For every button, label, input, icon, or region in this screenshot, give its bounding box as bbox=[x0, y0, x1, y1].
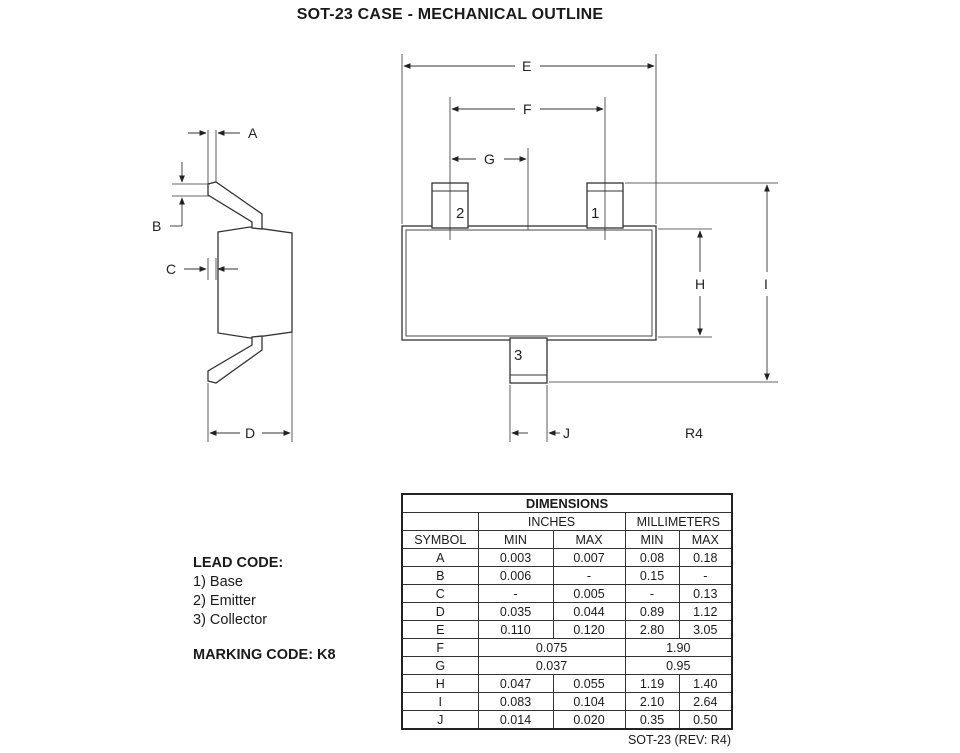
table-header-min: MIN bbox=[477, 530, 554, 549]
side-body bbox=[217, 226, 293, 339]
table-header-mm: MILLIMETERS bbox=[624, 512, 733, 531]
table-cell: 0.005 bbox=[552, 584, 626, 603]
table-cell: 0.007 bbox=[552, 548, 626, 567]
table-cell: 2.80 bbox=[624, 620, 680, 639]
table-header-inches: INCHES bbox=[477, 512, 626, 531]
table-cell: H bbox=[401, 674, 479, 693]
pin-3-pad bbox=[509, 337, 548, 384]
table-cell: J bbox=[401, 710, 479, 730]
top-body-inner bbox=[405, 229, 653, 337]
table-cell: 0.104 bbox=[552, 692, 626, 711]
table-cell: E bbox=[401, 620, 479, 639]
table-cell: G bbox=[401, 656, 479, 675]
table-cell: 0.037 bbox=[477, 656, 626, 675]
dim-label-h: H bbox=[695, 276, 705, 292]
side-lead-top bbox=[207, 181, 263, 230]
table-cell: 0.15 bbox=[624, 566, 680, 585]
table-cell: D bbox=[401, 602, 479, 621]
table-title: DIMENSIONS bbox=[401, 493, 733, 513]
table-cell: I bbox=[401, 692, 479, 711]
table-cell: 0.083 bbox=[477, 692, 554, 711]
pin-label-3: 3 bbox=[514, 347, 522, 364]
table-cell: C bbox=[401, 584, 479, 603]
table-cell: 0.120 bbox=[552, 620, 626, 639]
table-cell: 0.055 bbox=[552, 674, 626, 693]
table-cell: - bbox=[624, 584, 680, 603]
dim-label-e: E bbox=[522, 58, 531, 74]
table-cell: 1.40 bbox=[678, 674, 733, 693]
table-cell: F bbox=[401, 638, 479, 657]
table-cell: 1.19 bbox=[624, 674, 680, 693]
table-cell: 0.89 bbox=[624, 602, 680, 621]
drawing-revision: R4 bbox=[685, 425, 703, 441]
table-cell: 0.014 bbox=[477, 710, 554, 730]
table-cell: 2.64 bbox=[678, 692, 733, 711]
table-cell: 1.12 bbox=[678, 602, 733, 621]
lead-code: LEAD CODE: 1) Base 2) Emitter 3) Collect… bbox=[193, 554, 283, 630]
table-cell: 0.35 bbox=[624, 710, 680, 730]
dim-label-d: D bbox=[245, 425, 255, 441]
table-cell: A bbox=[401, 548, 479, 567]
dim-label-i: I bbox=[764, 276, 768, 292]
mechanical-outline-drawing: A B C D bbox=[152, 54, 778, 442]
dim-label-j: J bbox=[563, 425, 570, 441]
footer-revision: SOT-23 (REV: R4) bbox=[627, 733, 731, 747]
dim-label-a: A bbox=[248, 125, 258, 141]
dim-label-b: B bbox=[152, 218, 161, 234]
table-cell: 0.047 bbox=[477, 674, 554, 693]
pin-label-1: 1 bbox=[591, 205, 599, 222]
table-cell: 0.13 bbox=[678, 584, 733, 603]
table-header-blank bbox=[401, 512, 479, 531]
table-cell: 0.18 bbox=[678, 548, 733, 567]
table-row: C-0.005-0.13 bbox=[401, 584, 733, 603]
side-lead-bottom bbox=[207, 335, 263, 384]
table-cell: B bbox=[401, 566, 479, 585]
table-cell: 0.110 bbox=[477, 620, 554, 639]
table-header-symbol: SYMBOL bbox=[401, 530, 479, 549]
pin-label-2: 2 bbox=[456, 205, 464, 222]
table-cell: 0.075 bbox=[477, 638, 626, 657]
lead-code-item: 1) Base bbox=[193, 574, 243, 590]
dim-label-c: C bbox=[166, 261, 176, 277]
table-header-max: MAX bbox=[552, 530, 626, 549]
lead-code-item: 3) Collector bbox=[193, 612, 268, 628]
lead-code-item: 2) Emitter bbox=[193, 593, 256, 609]
table-cell: 0.044 bbox=[552, 602, 626, 621]
table-cell: 0.035 bbox=[477, 602, 554, 621]
dimensions-table: DIMENSIONS INCHES MILLIMETERS SYMBOL MIN… bbox=[401, 493, 734, 730]
table-cell: - bbox=[552, 566, 626, 585]
table-cell: 1.90 bbox=[624, 638, 733, 657]
lead-code-heading: LEAD CODE: bbox=[193, 555, 284, 571]
table-cell: 3.05 bbox=[678, 620, 733, 639]
dim-label-g: G bbox=[484, 151, 495, 167]
side-view bbox=[170, 130, 293, 442]
dim-label-f: F bbox=[523, 101, 532, 117]
table-cell: 0.95 bbox=[624, 656, 733, 675]
table-cell: 0.020 bbox=[552, 710, 626, 730]
table-cell: - bbox=[678, 566, 733, 585]
table-cell: - bbox=[477, 584, 554, 603]
table-cell: 0.08 bbox=[624, 548, 680, 567]
table-cell: 0.006 bbox=[477, 566, 554, 585]
table-cell: 0.50 bbox=[678, 710, 733, 730]
top-body-outer bbox=[401, 225, 657, 341]
marking-code: MARKING CODE: K8 bbox=[193, 647, 336, 663]
table-cell: 2.10 bbox=[624, 692, 680, 711]
top-view bbox=[401, 54, 778, 442]
table-cell: 0.003 bbox=[477, 548, 554, 567]
page-title: SOT-23 CASE - MECHANICAL OUTLINE bbox=[296, 6, 604, 23]
table-header-max: MAX bbox=[678, 530, 733, 549]
table-header-min: MIN bbox=[624, 530, 680, 549]
